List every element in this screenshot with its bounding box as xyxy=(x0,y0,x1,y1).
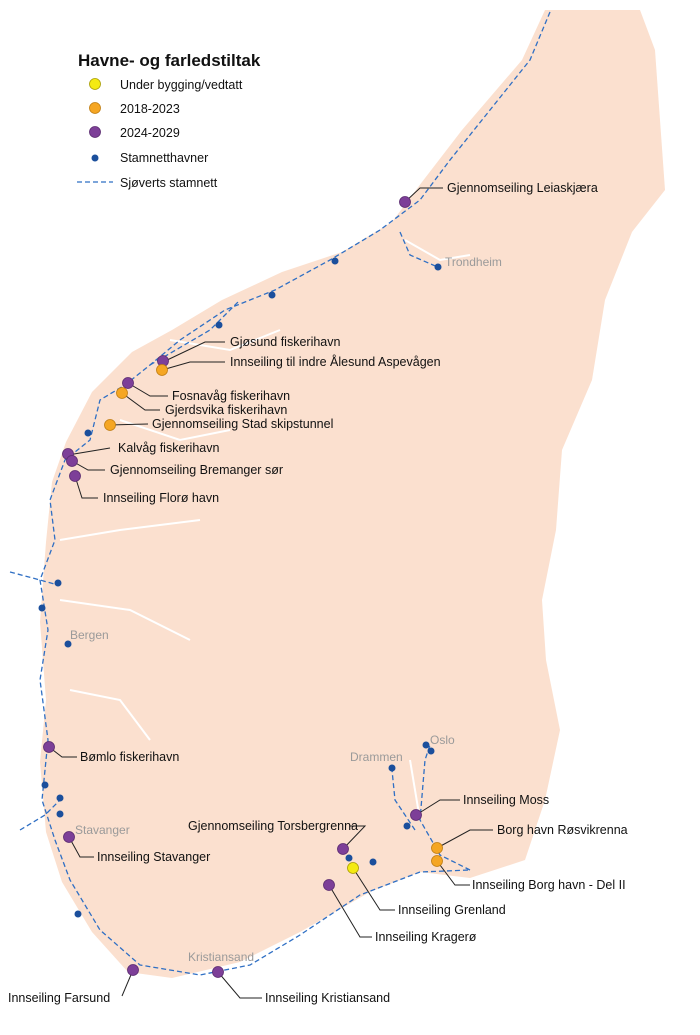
project-label: Borg havn Røsvikrenna xyxy=(497,823,628,837)
legend-item: 2018-2023 xyxy=(120,102,180,116)
project-label: Gjøsund fiskerihavn xyxy=(230,335,341,349)
legend-item: Under bygging/vedtatt xyxy=(120,78,243,92)
project-markers xyxy=(43,196,443,978)
city-oslo: Oslo xyxy=(430,733,455,747)
marker-bomlo[interactable] xyxy=(43,741,55,753)
marker-fosnavag[interactable] xyxy=(122,377,134,389)
fjords xyxy=(59,239,471,821)
city-bergen: Bergen xyxy=(70,628,109,642)
project-label: Innseiling Borg havn - Del II xyxy=(472,878,626,892)
city-labels: Trondheim Bergen Stavanger Kristiansand … xyxy=(70,255,502,964)
marker-leiaskjaera[interactable] xyxy=(399,196,411,208)
project-label: Gjennomseiling Leiaskjæra xyxy=(447,181,598,195)
project-label: Innseiling til indre Ålesund Aspevågen xyxy=(230,354,441,369)
city-kristiansand: Kristiansand xyxy=(188,950,254,964)
project-label: Innseiling Farsund xyxy=(8,991,110,1005)
project-label: Fosnavåg fiskerihavn xyxy=(172,389,290,403)
legend-item: 2024-2029 xyxy=(120,126,180,140)
marker-bremanger[interactable] xyxy=(66,455,78,467)
project-label: Innseiling Kragerø xyxy=(375,930,477,944)
legend-title: Havne- og farledstiltak xyxy=(78,51,261,70)
shipping-routes xyxy=(9,11,551,976)
project-label: Innseiling Stavanger xyxy=(97,850,210,864)
project-label: Kalvåg fiskerihavn xyxy=(118,441,219,455)
marker-kristiansand[interactable] xyxy=(212,966,224,978)
city-trondheim: Trondheim xyxy=(445,255,502,269)
marker-gjerdsvika[interactable] xyxy=(116,387,128,399)
marker-farsund[interactable] xyxy=(127,964,139,976)
project-label: Gjennomseiling Torsbergrenna xyxy=(188,819,358,833)
project-label: Gjennomseiling Stad skipstunnel xyxy=(152,417,333,431)
marker-borg-del-ii[interactable] xyxy=(431,855,443,867)
project-label: Innseiling Moss xyxy=(463,793,549,807)
legend-yellow-circle-icon xyxy=(89,78,101,90)
stamnett-ports xyxy=(38,257,442,918)
project-label: Gjennomseiling Bremanger sør xyxy=(110,463,283,477)
legend-item: Sjøverts stamnett xyxy=(120,176,218,190)
legend-purple-circle-icon xyxy=(89,126,101,138)
city-drammen: Drammen xyxy=(350,750,403,764)
marker-rosvikrenna[interactable] xyxy=(431,842,443,854)
marker-grenland[interactable] xyxy=(347,862,359,874)
marker-stad[interactable] xyxy=(104,419,116,431)
project-label: Innseiling Florø havn xyxy=(103,491,219,505)
legend-port-dot-icon xyxy=(91,154,99,162)
marker-torsbergrenna[interactable] xyxy=(337,843,349,855)
legend-orange-circle-icon xyxy=(89,102,101,114)
project-labels: Gjennomseiling Leiaskjæra Gjøsund fisker… xyxy=(8,181,628,1005)
legend-item: Stamnetthavner xyxy=(120,151,208,165)
city-stavanger: Stavanger xyxy=(75,823,130,837)
legend: Havne- og farledstiltak Under bygging/ve… xyxy=(77,51,261,190)
project-label: Gjerdsvika fiskerihavn xyxy=(165,403,287,417)
land-norway xyxy=(40,10,665,978)
marker-stavanger[interactable] xyxy=(63,831,75,843)
project-label: Innseiling Kristiansand xyxy=(265,991,390,1005)
project-label: Bømlo fiskerihavn xyxy=(80,750,179,764)
marker-alesund[interactable] xyxy=(156,364,168,376)
project-label: Innseiling Grenland xyxy=(398,903,506,917)
marker-moss[interactable] xyxy=(410,809,422,821)
marker-floro[interactable] xyxy=(69,470,81,482)
marker-kragero[interactable] xyxy=(323,879,335,891)
